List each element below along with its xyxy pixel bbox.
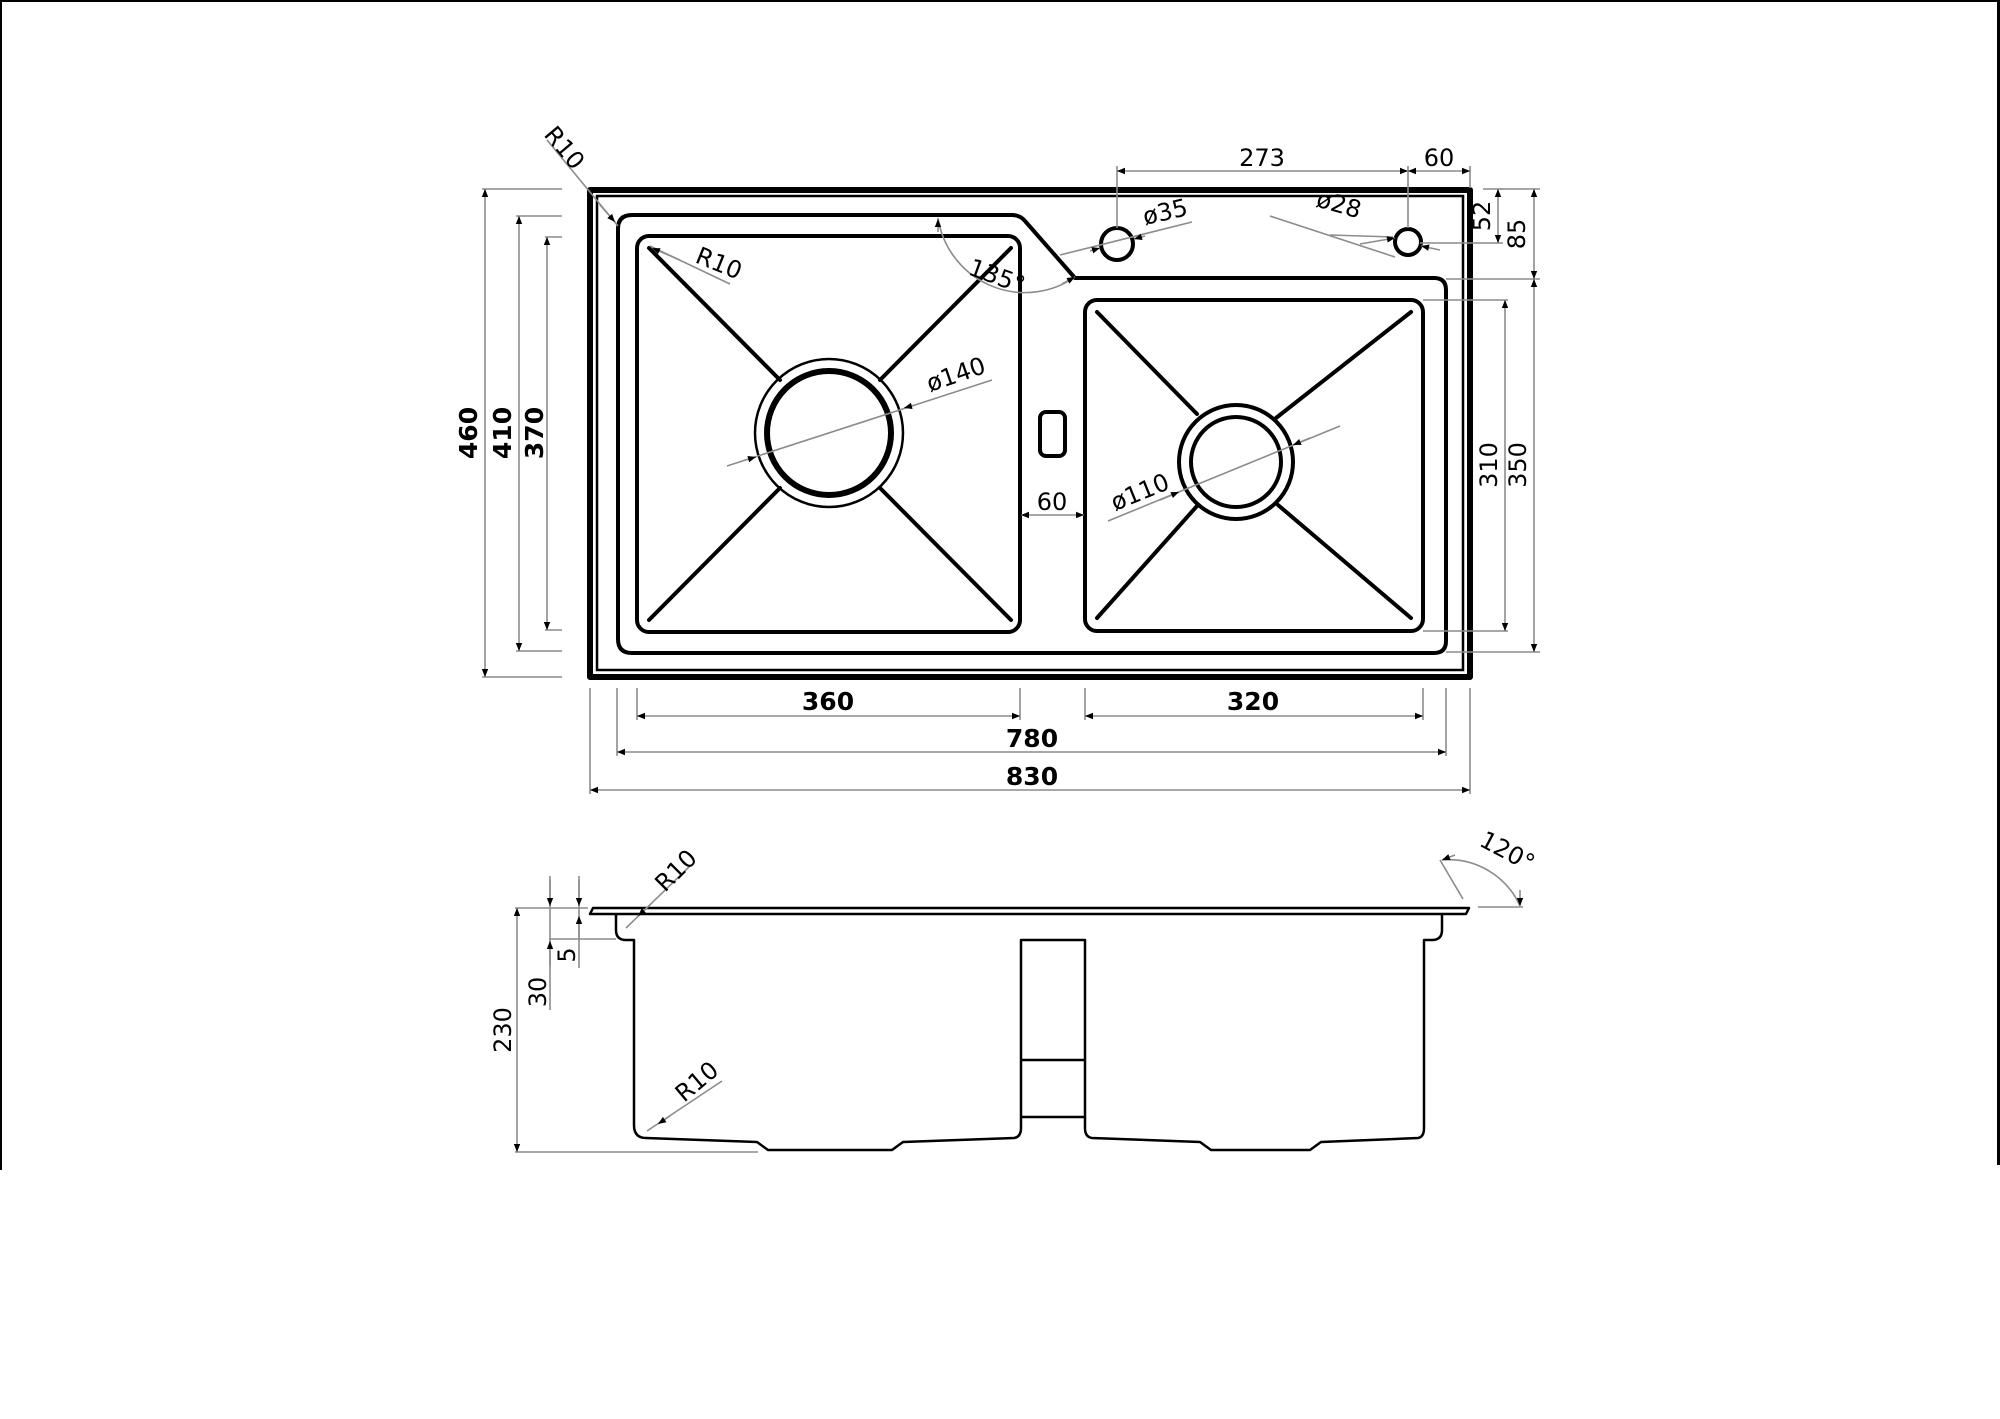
dim-350: 350 [1446,279,1540,653]
dim-60-divider: 60 [1021,488,1084,519]
dim-370: 370 [520,236,562,631]
label-r10-outer: R10 [538,121,590,175]
left-bowl-outline [635,234,1022,634]
dim-r10-top: R10 [625,844,703,929]
dim-273: 273 [1116,144,1408,228]
label-350: 350 [1504,442,1532,488]
label-d110: ø110 [1107,468,1174,517]
label-370: 370 [520,407,549,459]
flange-profile [588,906,1471,916]
dim-r10-bottom: R10 [646,1056,724,1132]
label-320: 320 [1227,687,1279,716]
dim-52: 52 [1420,188,1503,244]
dim-r10-outer: R10 [538,121,619,227]
label-5: 5 [553,947,581,962]
top-view: 273 60 ø35 ø28 [454,121,1540,794]
dim-60-top: 60 [1407,144,1471,228]
label-30: 30 [524,977,552,1008]
label-85: 85 [1503,219,1531,250]
left-drain-ring [753,357,905,509]
right-drain-ring [1177,403,1295,521]
label-460: 460 [454,407,483,459]
overflow-slot [1038,410,1067,458]
recess-outline [616,213,1448,655]
label-60-divider: 60 [1037,488,1068,516]
label-d140: ø140 [923,352,989,398]
side-view: 230 30 5 R10 [489,826,1539,1153]
label-120: 120° [1475,826,1539,878]
dim-360: 360 [636,687,1021,720]
label-r10-top: R10 [649,844,702,897]
sink-body-profile [614,914,1444,1152]
dim-angle-135: 135° [934,217,1076,299]
right-drain-hole [1189,415,1283,509]
left-bowl-drain-grooves [647,246,1013,622]
label-d35: ø35 [1140,193,1190,230]
label-360: 360 [802,687,854,716]
dispenser-hole [1393,227,1423,257]
label-52: 52 [1468,201,1496,232]
dim-85: 85 [1446,188,1540,280]
right-bowl-drain-grooves [1095,310,1413,620]
label-780: 780 [1006,724,1058,753]
label-273: 273 [1239,144,1285,172]
label-410: 410 [488,407,517,459]
dim-angle-120: 120° [1439,826,1539,908]
dim-230: 230 [489,907,758,1153]
sheet-border-left [0,0,2,1170]
label-r10-bottom: R10 [670,1056,724,1108]
label-60-top: 60 [1424,144,1455,172]
label-230: 230 [489,1007,517,1053]
dim-780: 780 [616,688,1447,756]
right-bowl-outline [1083,298,1425,633]
dim-830: 830 [589,688,1471,794]
sheet-border-right [1997,0,2000,1165]
dim-320: 320 [1084,687,1424,720]
dim-diameter-35: ø35 [1059,193,1193,256]
deck-inner-edge [595,194,1465,672]
label-310: 310 [1475,442,1503,488]
dim-460: 460 [454,188,562,678]
dim-310: 310 [1423,299,1509,632]
dim-5: 5 [553,876,583,968]
deck-outline [587,187,1473,680]
dim-410: 410 [488,215,562,652]
left-drain-hole [764,368,894,498]
label-830: 830 [1006,762,1058,791]
dim-30: 30 [524,876,616,1010]
sheet-border-top [0,0,2000,2]
